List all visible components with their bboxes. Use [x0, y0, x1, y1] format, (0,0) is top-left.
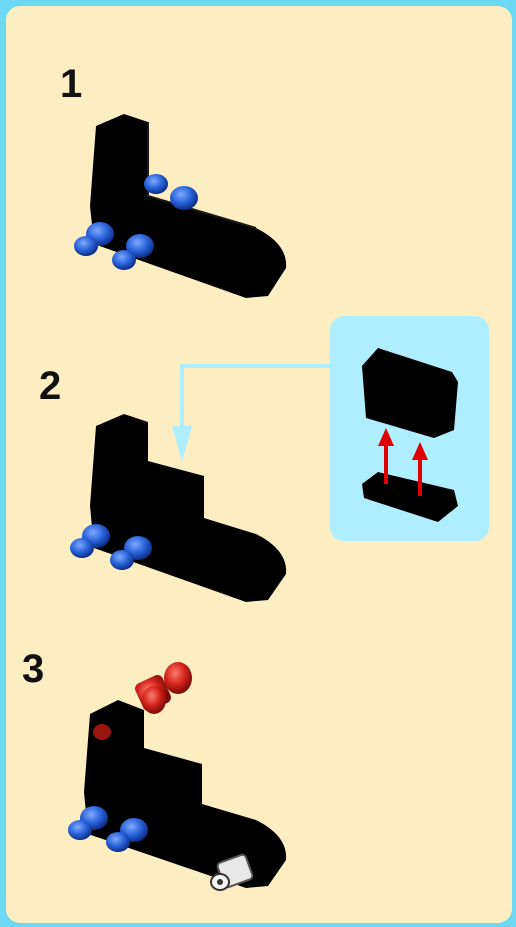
step-1-assembly: [74, 114, 287, 298]
step-1-number: 1: [60, 62, 83, 106]
red-hole: [93, 724, 111, 740]
blue-pin-icon: [68, 806, 148, 852]
black-block: [362, 348, 458, 438]
black-l-brick-complete: [84, 700, 287, 888]
guide-arrow-icon: [172, 426, 192, 462]
step-2-assembly: [70, 364, 330, 602]
step-3-assembly: [68, 662, 287, 891]
instruction-page: 1 2 3: [6, 6, 512, 923]
step-3-number: 3: [22, 647, 45, 691]
blue-pin-icon: [70, 524, 152, 570]
step-2-number: 2: [39, 364, 62, 408]
red-arrow-icon: [378, 428, 428, 496]
red-pin-icon: [135, 662, 192, 714]
black-l-brick-with-block: [90, 414, 287, 602]
callout-contents: [362, 348, 458, 522]
grey-connector-icon: [210, 853, 254, 891]
assembly-illustrations: [68, 114, 458, 891]
blue-pin-icon: [74, 174, 198, 270]
black-plate: [362, 472, 458, 522]
guide-line: [180, 364, 330, 446]
